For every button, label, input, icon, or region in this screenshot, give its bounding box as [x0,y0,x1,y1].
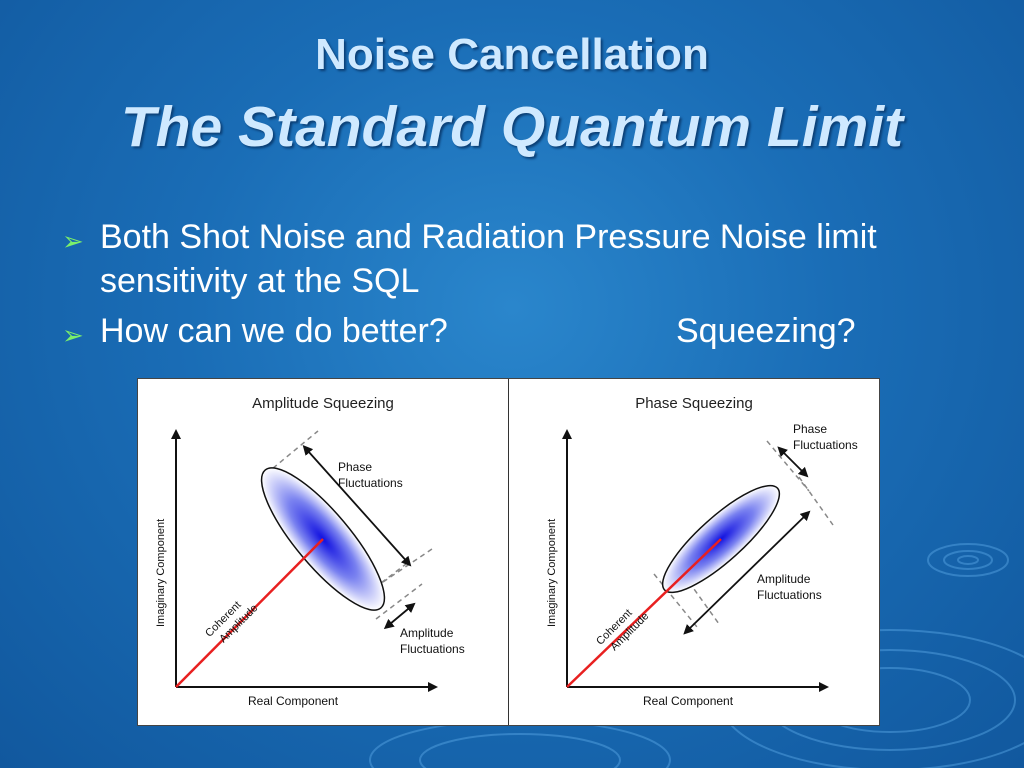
amplitude-squeezing-title: Amplitude Squeezing [252,395,394,412]
bullet-list: ➢ Both Shot Noise and Radiation Pressure… [62,215,962,359]
bullet-text: How can we do better? [100,312,448,350]
bullet-arrow-icon: ➢ [62,226,84,256]
phase-label-line1: Phase [338,460,372,474]
phase-label-line2: Fluctuations [338,476,403,490]
phase-label-line1: Phase [793,422,827,436]
phase-fluctuations-arrow [777,446,809,478]
amplitude-squeezing-graphic: Imaginary Component Real Component Coher… [155,429,465,708]
amplitude-fluctuations-arrow [683,510,811,635]
bullet-item: ➢ How can we do better? Squeezing? [62,309,962,353]
phase-label-line2: Fluctuations [793,438,858,452]
bullet-arrow-icon: ➢ [62,320,84,350]
squeezing-diagram: Imaginary Component Real Component Coher… [137,378,880,726]
phase-fluctuations-arrow [302,445,412,567]
x-axis-label: Real Component [643,694,734,708]
amplitude-fluctuations-arrow [383,602,416,630]
amplitude-label-line1: Amplitude [757,572,811,586]
slide-title: Noise Cancellation [315,30,709,79]
slide-subtitle: The Standard Quantum Limit [120,95,904,159]
phase-squeezing-graphic: Imaginary Component Real Component Coher… [546,422,858,708]
x-axis-label: Real Component [248,694,339,708]
amplitude-label-line1: Amplitude [400,626,454,640]
amplitude-label-line2: Fluctuations [757,588,822,602]
phase-squeezing-title: Phase Squeezing [635,395,753,412]
amplitude-squeezing-panel: Imaginary Component Real Component Coher… [138,379,508,725]
amplitude-label-line2: Fluctuations [400,642,465,656]
y-axis-label: Imaginary Component [155,519,167,627]
panel-divider [508,379,509,725]
bullet-answer: Squeezing? [676,312,856,350]
coherent-amplitude-vector [175,538,324,688]
bullet-text: Both Shot Noise and Radiation Pressure N… [100,218,877,300]
phase-squeezing-panel: Imaginary Component Real Component Coher… [509,379,879,725]
bullet-item: ➢ Both Shot Noise and Radiation Pressure… [62,215,962,303]
y-axis-label: Imaginary Component [546,519,558,627]
